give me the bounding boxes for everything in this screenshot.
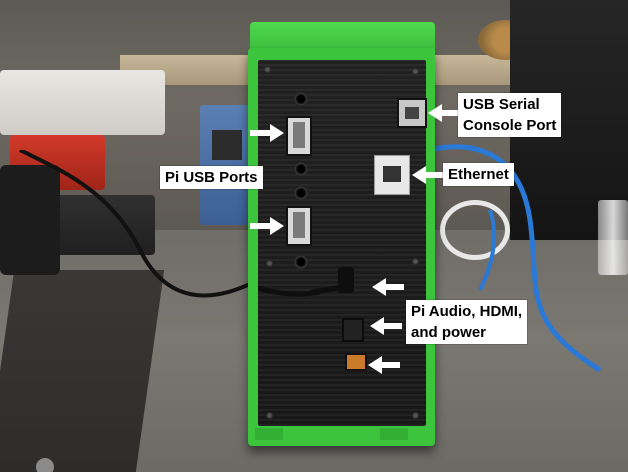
audio-cable bbox=[258, 285, 321, 297]
label-pi-audio-hdmi-power: Pi Audio, HDMI, and power bbox=[406, 300, 528, 344]
plastic-cup bbox=[598, 200, 628, 275]
bench-power-supply bbox=[200, 105, 255, 225]
screw bbox=[412, 412, 419, 419]
black-cable bbox=[19, 150, 259, 298]
desk-mat bbox=[0, 270, 165, 472]
round-jack bbox=[294, 92, 308, 106]
pi-usb-port-lower bbox=[286, 206, 312, 246]
screw bbox=[266, 260, 273, 267]
arrow-left-icon bbox=[372, 278, 404, 296]
label-usb-serial-console-port: USB Serial Console Port bbox=[458, 93, 562, 137]
black-adapter bbox=[0, 165, 60, 275]
white-wire-bundle bbox=[440, 200, 510, 260]
enclosure-foot-left bbox=[255, 428, 283, 440]
label-ethernet: Ethernet bbox=[443, 163, 514, 186]
round-jack bbox=[294, 162, 308, 176]
arrow-left-icon bbox=[412, 166, 444, 184]
hdmi-port bbox=[342, 318, 364, 342]
power-supply-display bbox=[212, 130, 242, 160]
screw bbox=[264, 66, 271, 73]
screw-on-desk bbox=[36, 458, 54, 472]
ethernet-jack bbox=[374, 155, 410, 195]
pi-usb-port-upper bbox=[286, 116, 312, 156]
power-port bbox=[345, 353, 367, 371]
screw bbox=[412, 258, 419, 265]
screw bbox=[412, 68, 419, 75]
arrow-right-icon bbox=[250, 124, 284, 142]
blue-network-cable bbox=[430, 144, 602, 373]
arrow-left-icon bbox=[368, 356, 400, 374]
usb-serial-console-port bbox=[397, 98, 427, 128]
arrow-right-icon bbox=[250, 217, 284, 235]
round-jack bbox=[294, 186, 308, 200]
enclosure-foot-right bbox=[380, 428, 408, 440]
round-jack bbox=[294, 255, 308, 269]
arrow-left-icon bbox=[428, 104, 462, 122]
label-pi-usb-ports: Pi USB Ports bbox=[160, 166, 263, 189]
screw bbox=[266, 412, 273, 419]
plastic-tray bbox=[0, 70, 165, 135]
arrow-left-icon bbox=[370, 317, 402, 335]
